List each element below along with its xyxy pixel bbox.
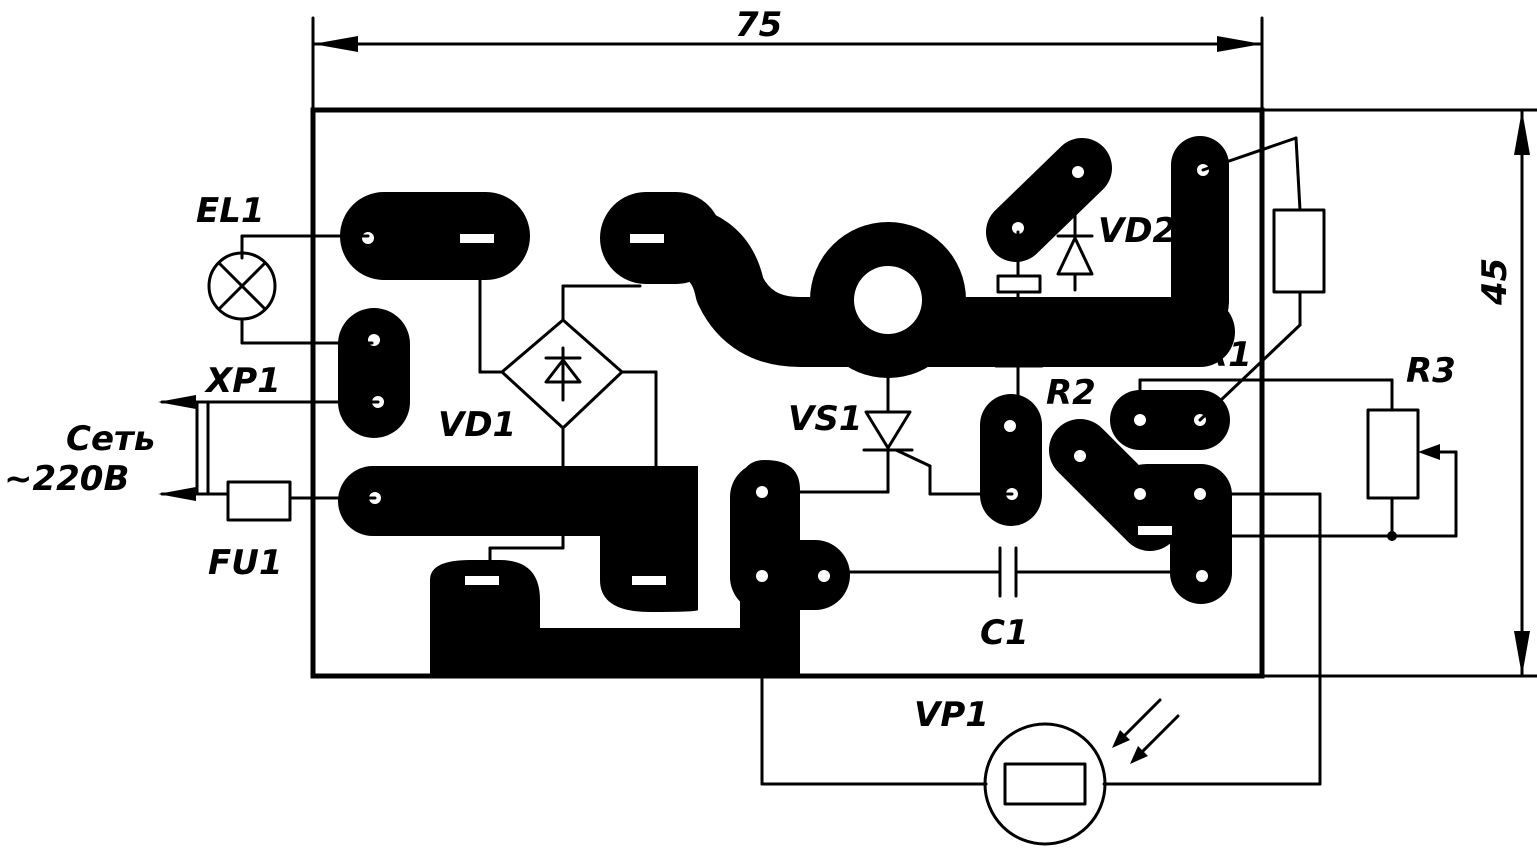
label-vs1: VS1 — [788, 399, 862, 439]
label-vp1: VP1 — [914, 695, 989, 735]
resistor-r3-symbol — [1138, 378, 1458, 541]
copper-traces — [338, 136, 1235, 676]
dimension-width-label: 75 — [735, 5, 782, 45]
label-r2: R2 — [1046, 373, 1096, 413]
labels: EL1 XP1 Сеть ~220В FU1 VD1 VS1 VD2 R1 R2… — [4, 191, 1456, 735]
label-r1: R1 — [1202, 335, 1252, 375]
label-voltage: ~220В — [4, 459, 129, 499]
label-c1: C1 — [980, 613, 1029, 653]
dimension-width: 75 — [311, 5, 1264, 112]
label-xp1: XP1 — [204, 361, 281, 401]
bridge-vd1-symbol — [478, 278, 658, 564]
label-vd2: VD2 — [1098, 211, 1176, 251]
component-overlay — [158, 136, 1458, 846]
fuse-fu1-symbol — [226, 480, 377, 522]
capacitor-c1-symbol — [848, 546, 1172, 598]
lamp-el1-symbol — [207, 234, 374, 345]
label-el1: EL1 — [196, 191, 265, 231]
thyristor-vs1-symbol — [798, 376, 1014, 496]
resistor-r1-symbol — [1198, 136, 1326, 422]
dimension-height: 45 — [1260, 108, 1537, 678]
photoresistor-vp1-symbol — [760, 492, 1322, 846]
dimension-height-label: 45 — [1475, 258, 1515, 306]
label-fu1: FU1 — [208, 543, 283, 583]
diode-vd2-symbol — [996, 210, 1094, 352]
label-vd1: VD1 — [438, 405, 516, 445]
label-mains: Сеть — [66, 419, 155, 459]
plug-xp1-symbol — [158, 395, 380, 501]
label-r3: R3 — [1406, 351, 1456, 391]
resistor-r2-symbol — [994, 348, 1044, 398]
